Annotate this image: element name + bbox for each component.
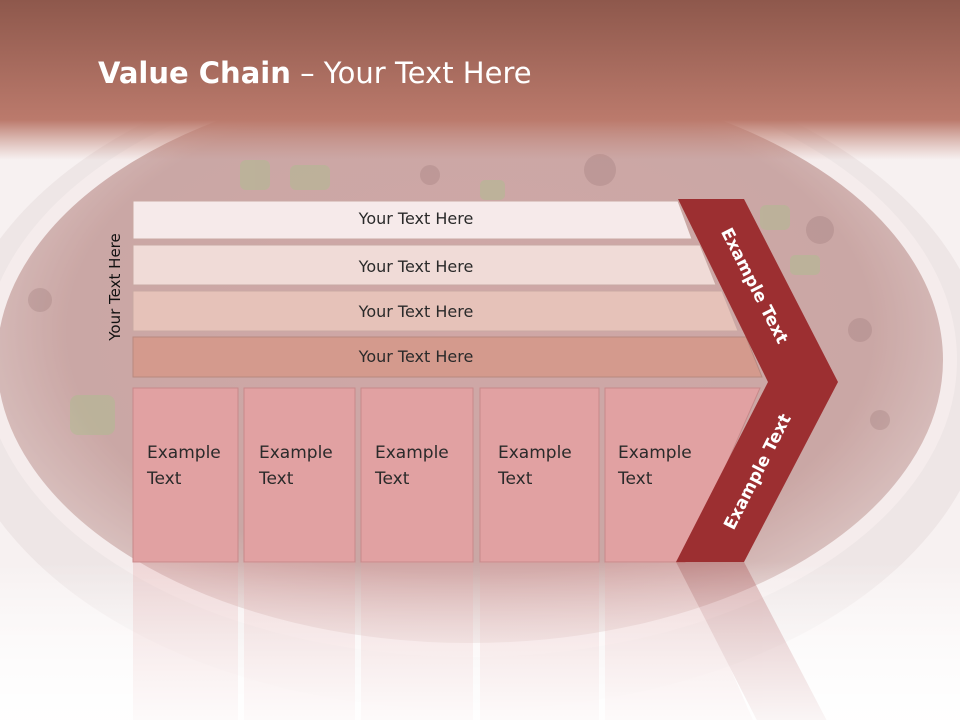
title-bold: Value Chain bbox=[98, 56, 291, 90]
cell-5-line2: Text bbox=[618, 469, 653, 489]
row-bar-3 bbox=[132, 290, 739, 332]
row-bar-1 bbox=[132, 200, 693, 240]
reflection bbox=[0, 562, 960, 720]
cell-4-line1: Example bbox=[498, 443, 572, 463]
chevron-lower bbox=[676, 382, 838, 562]
cell-box-1 bbox=[132, 387, 239, 563]
cell-3-line1: Example bbox=[375, 443, 449, 463]
slide-title: Value Chain – Your Text Here bbox=[98, 56, 532, 90]
row-label-2: Your Text Here bbox=[358, 257, 474, 276]
chevron-upper bbox=[678, 199, 838, 382]
title-rest: – Your Text Here bbox=[290, 56, 532, 90]
row-bar-2 bbox=[132, 244, 717, 286]
cell-box-2 bbox=[243, 387, 356, 563]
cell-1-line1: Example bbox=[147, 443, 221, 463]
cell-3-line2: Text bbox=[375, 469, 410, 489]
row-label-4: Your Text Here bbox=[358, 347, 474, 366]
row-label-1: Your Text Here bbox=[358, 209, 474, 228]
cell-5-line1: Example bbox=[618, 443, 692, 463]
row-label-3: Your Text Here bbox=[358, 302, 474, 321]
cell-box-3 bbox=[360, 387, 474, 563]
cell-2-line1: Example bbox=[259, 443, 333, 463]
row-bar-4 bbox=[132, 336, 763, 378]
cell-2-line2: Text bbox=[259, 469, 294, 489]
cell-1-line2: Text bbox=[147, 469, 182, 489]
cell-4-line2: Text bbox=[498, 469, 533, 489]
